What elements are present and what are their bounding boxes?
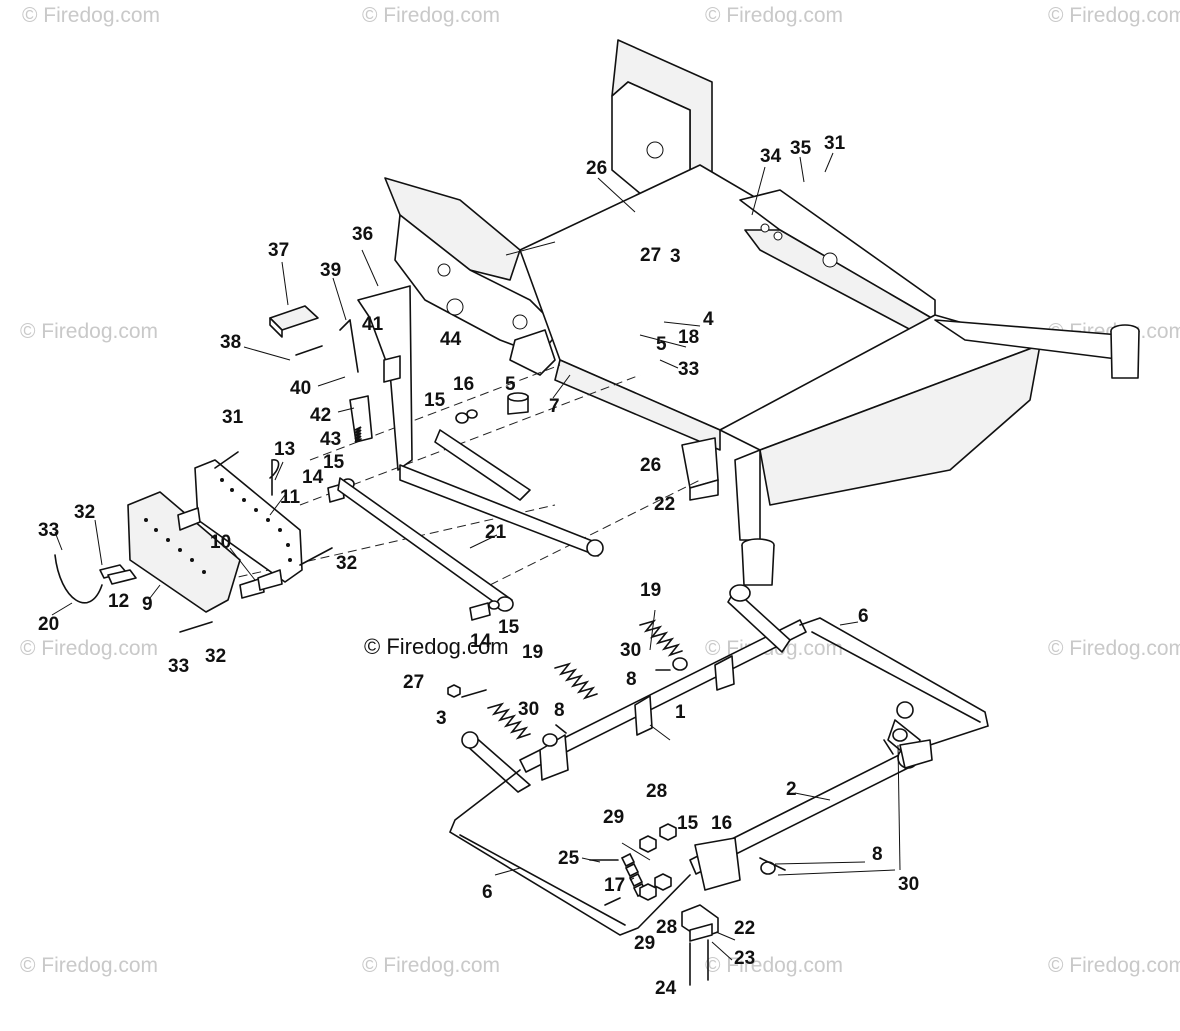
callout-12: 12 — [108, 591, 129, 612]
callout-43: 43 — [320, 429, 341, 450]
callout-42: 42 — [310, 405, 331, 426]
callout-7: 7 — [549, 396, 560, 417]
callout-30: 30 — [518, 699, 539, 720]
chassis-frame — [384, 39, 1140, 586]
callout-26: 26 — [640, 455, 661, 476]
callout-26: 26 — [586, 158, 607, 179]
callout-19: 19 — [522, 642, 543, 663]
callout-27: 27 — [640, 245, 661, 266]
callout-2: 2 — [786, 779, 797, 800]
watermark: © Firedog.com — [20, 637, 158, 660]
callout-38: 38 — [220, 332, 241, 353]
callout-1: 1 — [675, 702, 686, 723]
callout-41: 41 — [362, 314, 384, 335]
callout-22: 22 — [734, 918, 755, 939]
callout-28: 28 — [646, 781, 667, 802]
callout-15: 15 — [424, 390, 446, 411]
leader-lines — [51, 152, 901, 961]
watermark: © Firedog.com — [705, 4, 843, 27]
callout-6: 6 — [858, 606, 869, 627]
callout-13: 13 — [274, 439, 295, 460]
callout-23: 23 — [734, 948, 755, 969]
watermark-layer: © Firedog.com © Firedog.com © Firedog.co… — [20, 4, 1180, 977]
callout-15: 15 — [323, 452, 345, 473]
callout-16: 16 — [453, 374, 474, 395]
watermark: © Firedog.com — [1048, 637, 1180, 660]
callout-24: 24 — [655, 978, 677, 999]
callout-10: 10 — [210, 532, 231, 553]
callout-32: 32 — [336, 553, 357, 574]
watermark: © Firedog.com — [22, 4, 160, 27]
callout-31: 31 — [222, 407, 244, 428]
callout-44: 44 — [440, 329, 462, 350]
watermark-center: © Firedog.com — [364, 634, 509, 659]
callout-29: 29 — [603, 807, 624, 828]
callout-18: 18 — [678, 327, 699, 348]
callout-9: 9 — [142, 594, 153, 615]
watermark: © Firedog.com — [362, 4, 500, 27]
callout-16: 16 — [711, 813, 732, 834]
callout-34: 34 — [760, 146, 782, 167]
callout-21: 21 — [485, 522, 507, 543]
callout-labels: 26 34 35 31 27 3 37 36 39 41 44 38 40 4 … — [38, 133, 919, 999]
callout-5: 5 — [505, 374, 516, 395]
callout-8: 8 — [554, 700, 565, 721]
callout-3: 3 — [436, 708, 447, 729]
callout-35: 35 — [790, 138, 812, 159]
callout-40: 40 — [290, 378, 311, 399]
pedal-assembly — [269, 285, 604, 621]
callout-29: 29 — [634, 933, 655, 954]
callout-33: 33 — [678, 359, 699, 380]
callout-36: 36 — [352, 224, 373, 245]
watermark: © Firedog.com — [1048, 4, 1180, 27]
watermark: © Firedog.com — [1048, 954, 1180, 977]
watermark: © Firedog.com — [20, 320, 158, 343]
callout-31: 31 — [824, 133, 846, 154]
callout-28: 28 — [656, 917, 677, 938]
callout-32: 32 — [74, 502, 95, 523]
callout-19: 19 — [640, 580, 661, 601]
callout-30: 30 — [898, 874, 919, 895]
callout-3: 3 — [670, 246, 681, 267]
callout-37: 37 — [268, 240, 289, 261]
callout-39: 39 — [320, 260, 341, 281]
callout-17: 17 — [604, 875, 625, 896]
callout-15: 15 — [498, 617, 520, 638]
callout-33: 33 — [38, 520, 59, 541]
lock-plate-assembly — [54, 451, 333, 633]
watermark: © Firedog.com — [362, 954, 500, 977]
callout-6: 6 — [482, 882, 493, 903]
callout-14: 14 — [302, 467, 324, 488]
callout-8: 8 — [626, 669, 637, 690]
callout-32: 32 — [205, 646, 226, 667]
callout-15: 15 — [677, 813, 699, 834]
callout-33: 33 — [168, 656, 189, 677]
callout-11: 11 — [280, 487, 301, 508]
callout-14: 14 — [470, 631, 492, 652]
lower-linkage — [447, 584, 989, 986]
callout-27: 27 — [403, 672, 424, 693]
callout-8: 8 — [872, 844, 883, 865]
callout-4: 4 — [703, 309, 714, 330]
watermark: © Firedog.com — [705, 954, 843, 977]
callout-20: 20 — [38, 614, 59, 635]
watermark: © Firedog.com — [20, 954, 158, 977]
callout-30: 30 — [620, 640, 641, 661]
callout-22: 22 — [654, 494, 675, 515]
callout-5: 5 — [656, 334, 667, 355]
callout-25: 25 — [558, 848, 580, 869]
bottom-strip — [0, 1026, 1180, 1031]
